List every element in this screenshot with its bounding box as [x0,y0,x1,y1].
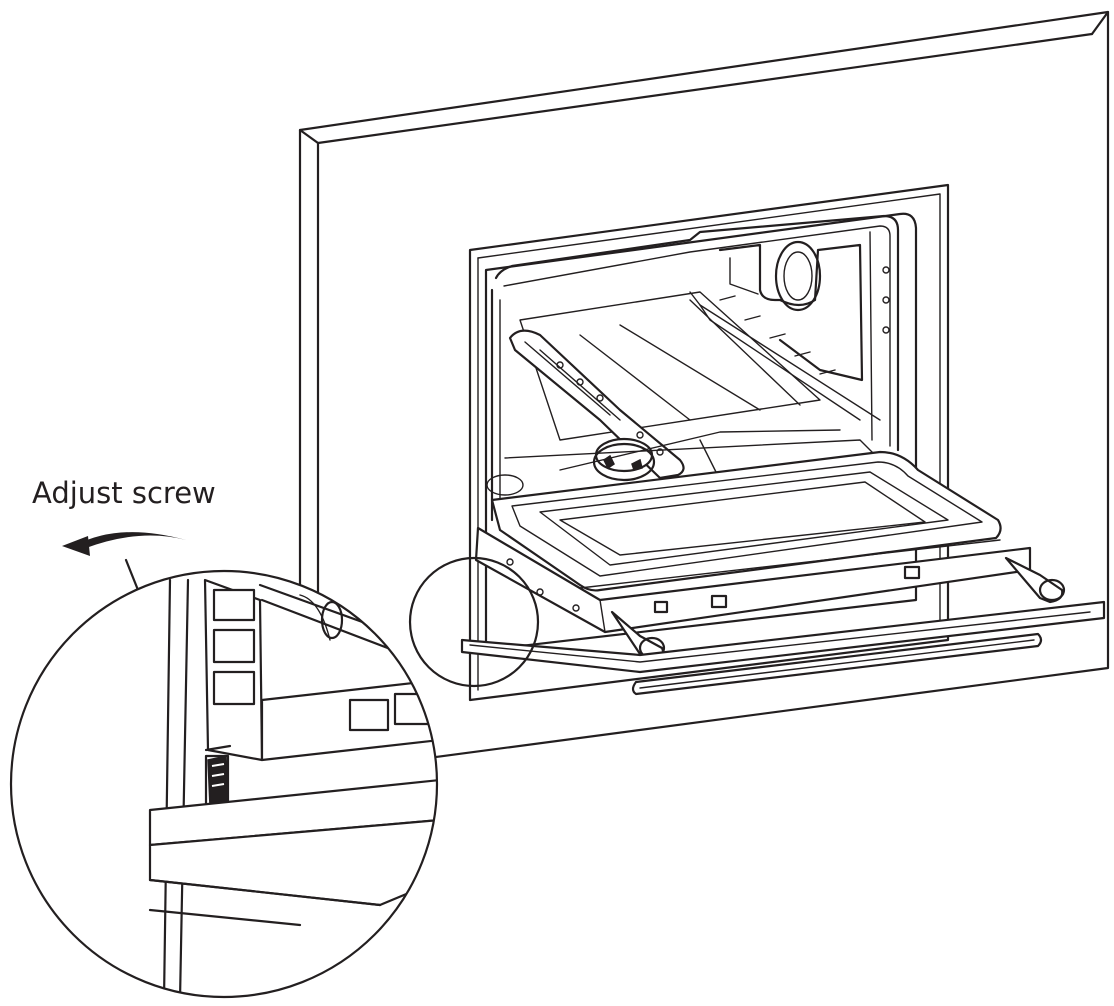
callout-label-adjust-screw: Adjust screw [32,476,216,510]
spray-arm [486,329,685,496]
door-panel [460,600,1106,696]
magnified-detail [9,569,439,999]
detail-circle-icon [408,556,540,688]
curved-rotate-arrow-icon [62,532,186,556]
open-door-frame [474,450,1066,662]
